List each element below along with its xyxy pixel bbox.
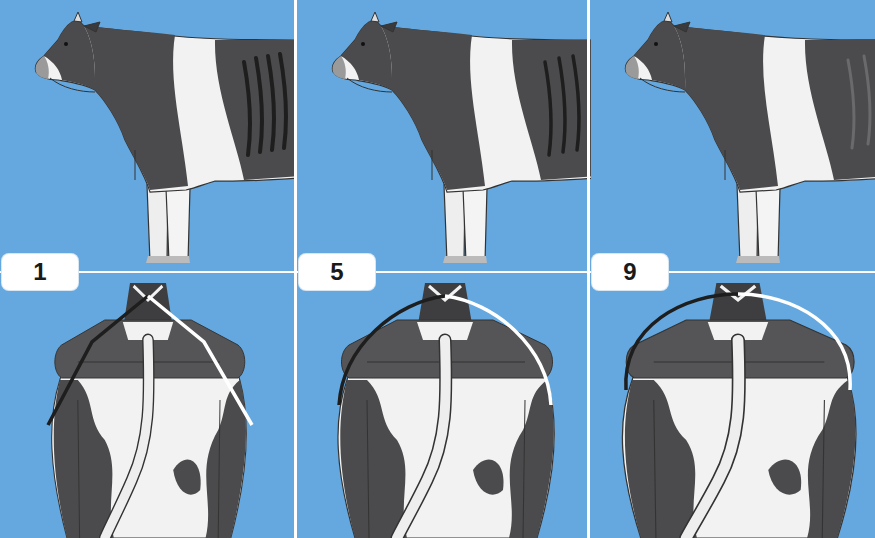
score-number: 1	[33, 260, 46, 284]
score-number: 9	[623, 260, 636, 284]
score-box: 9	[592, 254, 668, 290]
score-box: 1	[2, 254, 78, 290]
score-number: 5	[330, 260, 343, 284]
score-box: 5	[299, 254, 375, 290]
